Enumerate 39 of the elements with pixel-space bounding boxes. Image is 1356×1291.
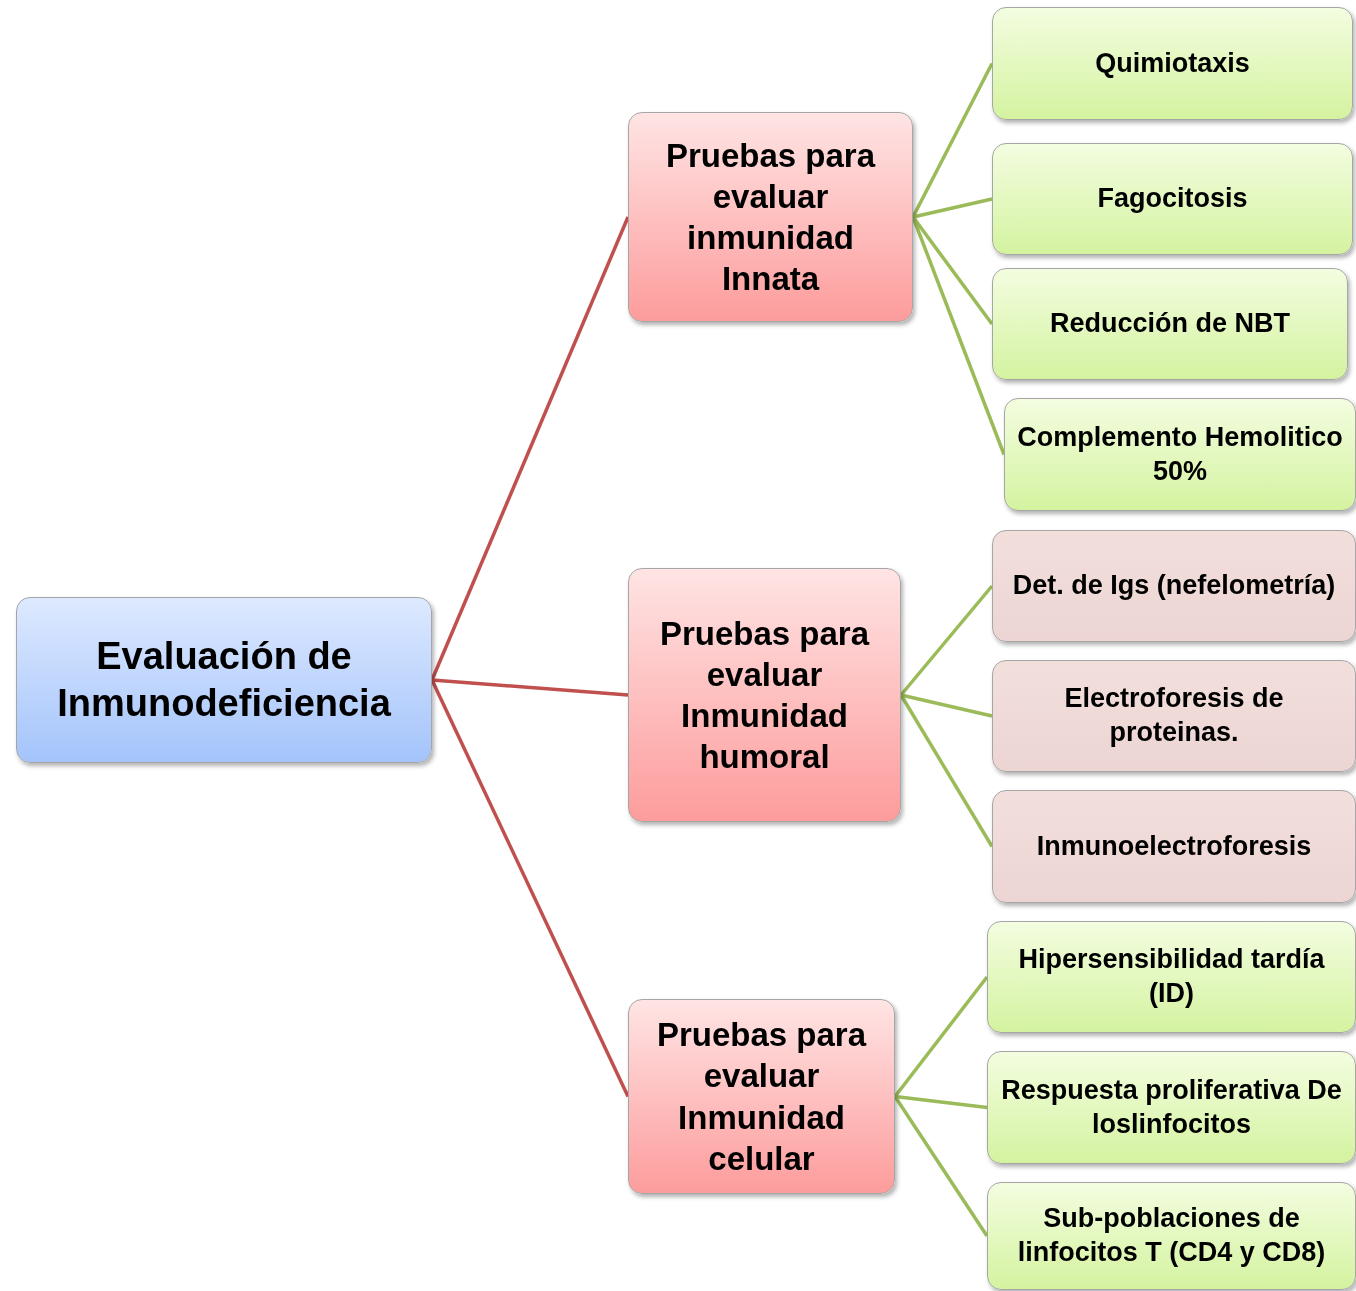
node-label: Electroforesis de proteinas.: [1063, 682, 1285, 749]
connector-line: [893, 1095, 989, 1237]
concept-box: [992, 143, 1353, 255]
connector-line: [911, 62, 994, 218]
concept-box: [16, 597, 432, 763]
node-label: Fagocitosis: [1097, 182, 1248, 216]
concept-box: [992, 530, 1356, 642]
concept-box: [992, 268, 1348, 380]
concept-box: [992, 660, 1356, 772]
connector-line: [431, 678, 629, 697]
node-label: Respuesta proliferativa De loslinfocitos: [1000, 1073, 1343, 1141]
node-label: Evaluación de Inmunodeficiencia: [56, 633, 392, 726]
node-label: Complemento Hemolitico 50%: [1016, 420, 1344, 488]
concept-box: [987, 1182, 1356, 1290]
node-label: Pruebas para evaluar Inmunidad humoral: [658, 613, 871, 778]
connector-line: [899, 584, 994, 697]
node-label: Hipersensibilidad tardía (ID): [1017, 943, 1326, 1010]
node-label: Inmunoelectroforesis: [1036, 829, 1312, 863]
connector-line: [430, 679, 630, 1098]
node-label: Reducción de NBT: [1050, 307, 1290, 341]
node-label: Det. de Igs (nefelometría): [1012, 569, 1336, 603]
concept-box: [987, 921, 1356, 1033]
concept-box: [628, 112, 913, 322]
node-label: Pruebas para evaluar Inmunidad celular: [655, 1015, 868, 1179]
concept-box: [628, 999, 895, 1194]
node-label: Quimiotaxis: [1095, 46, 1250, 80]
connector-line: [430, 216, 630, 681]
connector-line: [894, 1094, 988, 1110]
connector-line: [893, 975, 989, 1098]
connector-line: [900, 693, 993, 718]
concept-box: [1004, 398, 1356, 511]
node-label: Sub-poblaciones de linfocitos T (CD4 y CD8): [1016, 1202, 1327, 1269]
connector-line: [912, 197, 993, 219]
concept-box: [992, 7, 1353, 120]
connector-line: [899, 694, 994, 848]
concept-box: [987, 1051, 1356, 1164]
concept-box: [992, 790, 1356, 903]
node-label: Pruebas para evaluar inmunidad Innata: [664, 135, 877, 300]
concept-box: [628, 568, 901, 822]
